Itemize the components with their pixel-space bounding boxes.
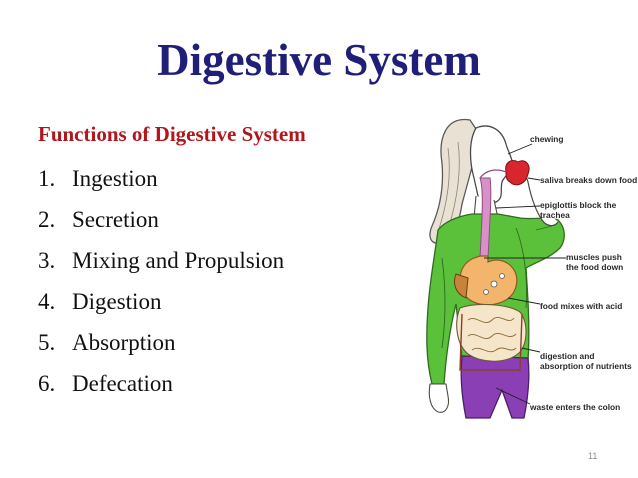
slide-subtitle: Functions of Digestive System <box>38 122 306 146</box>
list-number: 1. <box>38 166 56 191</box>
label-digestion-line2: absorption of nutrients <box>540 361 632 371</box>
list-text: Secretion <box>72 207 159 232</box>
list-text: Defecation <box>72 371 173 396</box>
list-text: Absorption <box>72 330 176 355</box>
pants-shape <box>460 355 530 419</box>
label-muscles: muscles push <box>566 252 622 262</box>
stomach-shape <box>459 255 518 306</box>
list-number: 3. <box>38 248 56 273</box>
label-chewing: chewing <box>530 134 564 144</box>
list-item: 5. Absorption <box>38 322 284 363</box>
slide-title: Digestive System <box>157 35 481 85</box>
apple-shape <box>505 159 530 186</box>
list-item: 1. Ingestion <box>38 158 284 199</box>
list-item: 3. Mixing and Propulsion <box>38 240 284 281</box>
list-number: 4. <box>38 289 56 314</box>
list-text: Ingestion <box>72 166 158 191</box>
digestive-illustration: chewing saliva breaks down food epiglott… <box>416 108 638 420</box>
hair-shape <box>429 118 483 244</box>
label-saliva: saliva breaks down food <box>540 175 638 185</box>
label-colon: waste enters the colon <box>530 402 621 412</box>
page-number: 11 <box>588 451 598 461</box>
list-number: 6. <box>38 371 56 396</box>
label-epiglottis: epiglottis block the <box>540 200 617 210</box>
label-muscles-line2: the food down <box>566 262 624 272</box>
list-number: 5. <box>38 330 56 355</box>
list-text: Digestion <box>72 289 162 314</box>
list-number: 2. <box>38 207 56 232</box>
list-text: Mixing and Propulsion <box>72 248 285 273</box>
functions-list: 1. Ingestion 2. Secretion 3. Mixing and Pro… <box>38 158 284 404</box>
label-epiglottis-line2: trachea <box>540 210 570 220</box>
list-item: 4. Digestion <box>38 281 284 322</box>
label-digestion: digestion and <box>540 351 595 361</box>
list-item: 6. Defecation <box>38 363 284 404</box>
label-acid: food mixes with acid <box>540 301 623 311</box>
digestive-figure-svg <box>426 118 566 419</box>
intestine-shape <box>456 303 527 362</box>
list-item: 2. Secretion <box>38 199 284 240</box>
